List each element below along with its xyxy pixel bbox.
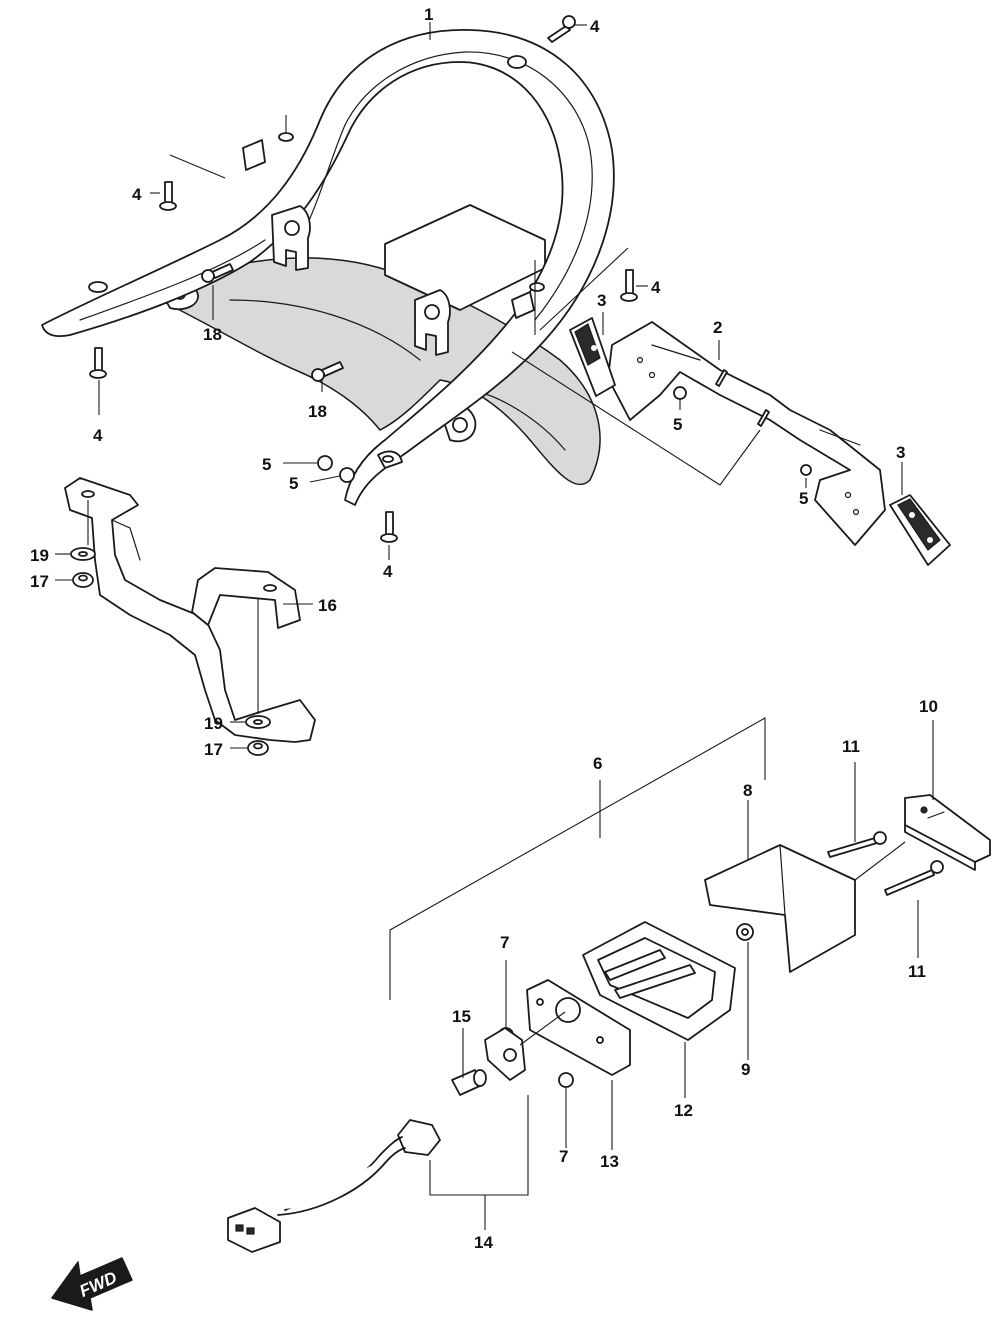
bolt-icon bbox=[89, 347, 107, 379]
bolt-icon bbox=[547, 15, 576, 43]
callout-7: 7 bbox=[500, 933, 509, 952]
callout-3: 3 bbox=[896, 443, 905, 462]
bulb-icon bbox=[451, 1069, 487, 1096]
part-14-socket-harness bbox=[227, 1027, 526, 1253]
callout-11: 11 bbox=[908, 962, 926, 981]
callout-7: 7 bbox=[559, 1147, 568, 1166]
bolt-icon bbox=[380, 511, 398, 543]
callout-18: 18 bbox=[308, 402, 327, 421]
callout-13: 13 bbox=[600, 1152, 619, 1171]
part-1-rear-carrier bbox=[41, 29, 615, 506]
nut-icon bbox=[317, 386, 812, 483]
screw-icon bbox=[201, 263, 234, 283]
part-12-frame bbox=[582, 921, 736, 1041]
callout-6: 6 bbox=[593, 754, 602, 773]
callout-1: 1 bbox=[424, 5, 433, 24]
nut-icon bbox=[736, 923, 754, 941]
reflector-icon bbox=[569, 317, 616, 397]
callout-2: 2 bbox=[713, 318, 722, 337]
callout-10: 10 bbox=[919, 697, 938, 716]
callout-11: 11 bbox=[842, 737, 860, 756]
callout-4: 4 bbox=[383, 562, 393, 581]
callout-5: 5 bbox=[799, 489, 808, 508]
part-2-plate-bracket bbox=[607, 321, 886, 546]
callout-9: 9 bbox=[741, 1060, 750, 1079]
screw-icon bbox=[884, 860, 944, 896]
callout-8: 8 bbox=[743, 781, 752, 800]
part-8-cover bbox=[704, 844, 856, 973]
callout-4: 4 bbox=[93, 426, 103, 445]
bolt-icon bbox=[620, 269, 638, 302]
callout-19: 19 bbox=[204, 714, 223, 733]
callout-12: 12 bbox=[674, 1101, 693, 1120]
nut-icon bbox=[247, 740, 269, 756]
callout-4: 4 bbox=[590, 17, 600, 36]
leader-lines bbox=[55, 22, 934, 1230]
callout-5: 5 bbox=[262, 455, 271, 474]
callout-5: 5 bbox=[673, 415, 682, 434]
callout-15: 15 bbox=[452, 1007, 471, 1026]
callout-4: 4 bbox=[651, 278, 661, 297]
bolt-icon bbox=[159, 181, 177, 211]
callout-4: 4 bbox=[132, 185, 142, 204]
callout-17: 17 bbox=[30, 572, 49, 591]
washer-icon bbox=[70, 547, 96, 561]
callout-16: 16 bbox=[318, 596, 337, 615]
callout-18: 18 bbox=[203, 325, 222, 344]
screw-icon bbox=[311, 361, 344, 382]
part-10-lens bbox=[904, 794, 991, 871]
part-16-support-bracket bbox=[64, 477, 316, 743]
callout-labels: 1 4 4 4 4 4 18 18 3 3 2 5 5 5 5 19 17 16… bbox=[30, 5, 938, 1252]
callout-14: 14 bbox=[474, 1233, 493, 1252]
callout-17: 17 bbox=[204, 740, 223, 759]
callout-19: 19 bbox=[30, 546, 49, 565]
nut-icon bbox=[72, 572, 94, 588]
washer-icon bbox=[245, 715, 271, 729]
fwd-arrow-icon: FWD bbox=[51, 1257, 133, 1311]
part-13-gasket bbox=[526, 979, 631, 1076]
callout-3: 3 bbox=[597, 291, 606, 310]
screw-icon bbox=[827, 831, 887, 858]
callout-5: 5 bbox=[289, 474, 298, 493]
reflector-icon bbox=[889, 494, 951, 566]
